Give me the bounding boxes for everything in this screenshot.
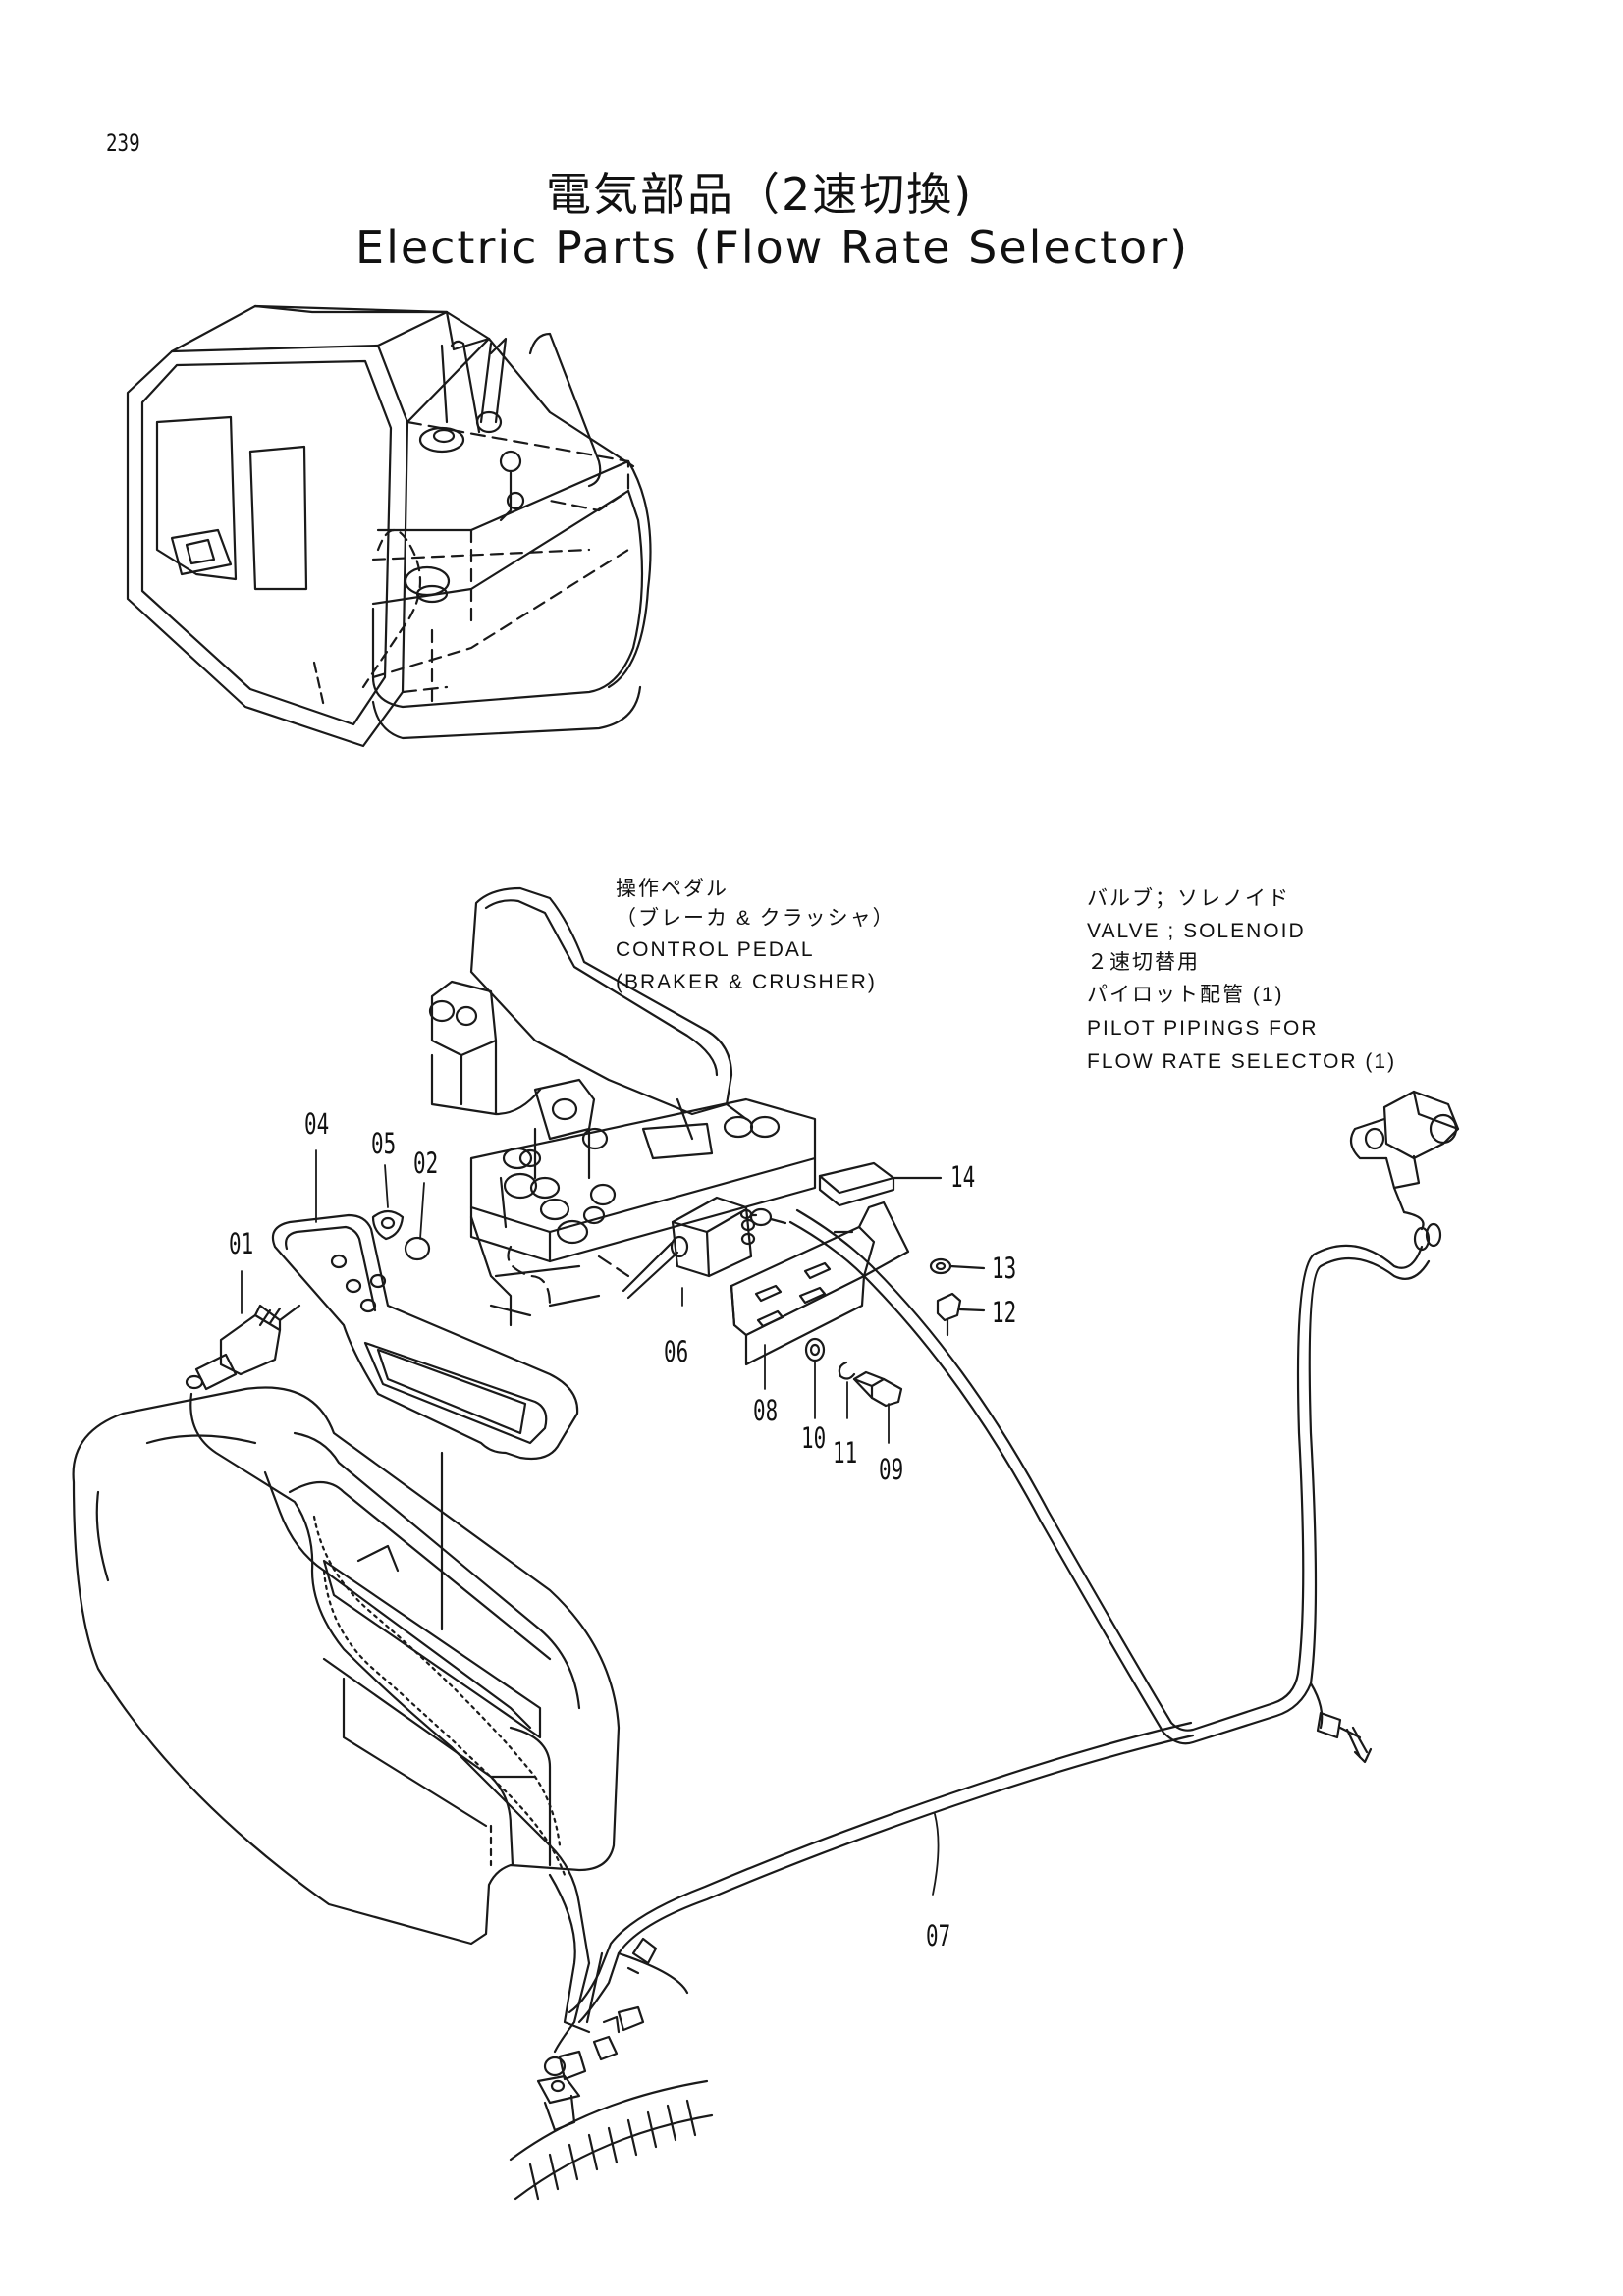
callout-09: 09 [879,1453,904,1486]
bolt-part-09 [854,1372,901,1406]
callout-04: 04 [304,1107,330,1141]
nut-part-05 [373,1211,403,1239]
note-line: バルブ；ソレノイド [1087,887,1290,910]
control-pedal-assembly [430,888,815,1325]
solenoid-valve [1351,1092,1458,1250]
switch-panel-part-04 [273,1215,577,1629]
excavator-overview-illustration [128,306,651,746]
page-number: 239 [106,130,140,157]
plate-part-14 [820,1163,941,1205]
hose-section [511,2076,712,2199]
note-line: (BRAKER & CRUSHER) [616,971,877,993]
note-line: （ブレーカ & クラッシャ） [616,907,895,930]
callout-08: 08 [753,1394,779,1427]
note-line: FLOW RATE SELECTOR (1) [1087,1050,1397,1073]
harness-connectors [545,1713,1371,2079]
callout-13: 13 [992,1252,1017,1285]
switch-unit-part-06 [623,1198,754,1298]
washer-part-13 [931,1259,984,1273]
title-english: Electric Parts (Flow Rate Selector) [355,221,1190,274]
bolt-part-12 [938,1294,984,1335]
console-housing [74,1387,619,1944]
callout-12: 12 [992,1296,1017,1329]
knob-part-02 [406,1238,429,1259]
note-line: ２速切替用 [1087,951,1200,974]
callout-01: 01 [229,1227,254,1260]
washer-part-10 [806,1339,824,1361]
callout-11: 11 [833,1436,858,1469]
note-line: 操作ペダル [616,878,729,900]
ring-terminal [741,1209,785,1225]
callout-07: 07 [926,1919,951,1952]
note-line: PILOT PIPINGS FOR [1087,1017,1319,1040]
callout-10: 10 [801,1421,827,1455]
note-line: パイロット配管 (1) [1087,984,1284,1006]
lock-washer-part-11 [839,1362,854,1379]
note-line: CONTROL PEDAL [616,938,815,961]
wire-harness-part-07 [314,1210,1429,2052]
title-japanese: 電気部品（2速切換) [546,168,974,221]
callout-14: 14 [950,1160,976,1194]
leader-lines [242,1150,939,1895]
note-line: VALVE ; SOLENOID [1087,920,1306,942]
callout-02: 02 [413,1147,439,1180]
toggle-switch-part-01 [187,1306,589,1963]
callout-06: 06 [664,1335,689,1368]
callout-05: 05 [371,1127,397,1160]
